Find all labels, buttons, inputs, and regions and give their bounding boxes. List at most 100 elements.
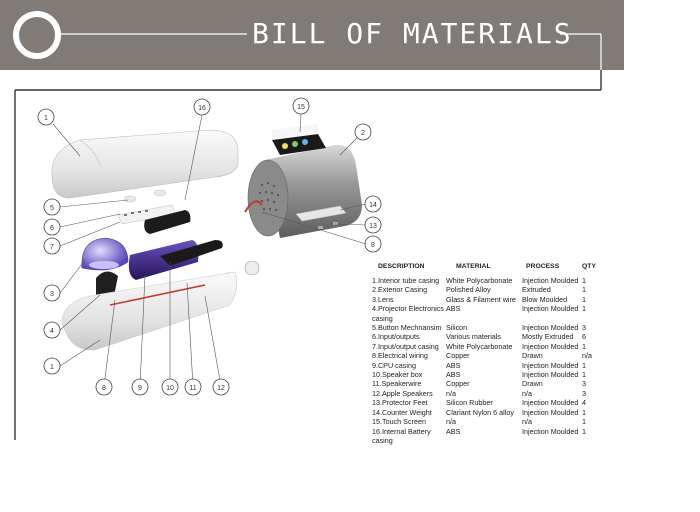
bom-process: Injection Moulded xyxy=(522,407,579,417)
callout-8-bottom: 8 xyxy=(95,378,113,396)
logo-ring xyxy=(13,11,61,59)
bom-process: Mostly Extruded xyxy=(522,332,574,342)
bom-qty: 1 xyxy=(582,304,586,314)
svg-text:10: 10 xyxy=(166,385,174,392)
leader-lines xyxy=(52,113,367,387)
bom-material: n/a xyxy=(446,417,456,427)
cpu-top-plate xyxy=(160,240,223,266)
bom-qty: 4 xyxy=(582,398,586,408)
bom-description: 16.Internal Battery casing xyxy=(372,426,431,445)
bom-material: Silicon xyxy=(446,323,468,333)
bom-qty: 1 xyxy=(582,360,586,370)
svg-text:8: 8 xyxy=(371,242,375,249)
callout-2: 2 xyxy=(354,123,372,141)
bom-header-qty: QTY xyxy=(582,263,596,270)
callout-8-right: 8 xyxy=(364,235,382,253)
bom-material: Various materials xyxy=(446,332,501,342)
bom-process: Drawn xyxy=(522,351,543,361)
callout-1-top: 1 xyxy=(37,108,55,126)
callout-7: 7 xyxy=(43,237,61,255)
bom-qty: 1 xyxy=(582,426,586,436)
header-band: BILL OF MATERIALS xyxy=(0,0,624,70)
callout-12: 12 xyxy=(212,378,230,396)
bom-description: 7.Input/output casing xyxy=(372,341,439,351)
bom-process: Injection Moulded xyxy=(522,276,579,285)
bom-material: ABS xyxy=(446,370,461,380)
bom-description: 2.Exterior Casing xyxy=(372,285,428,295)
bom-material: Clariant Nylon 6 alloy xyxy=(446,407,514,417)
table-row: 1.Interior tube casing White Polycarbonat… xyxy=(372,276,602,285)
svg-text:2: 2 xyxy=(361,130,365,137)
table-row: 14.Counter Weight Clariant Nylon 6 alloy I… xyxy=(372,408,602,417)
battery-casing xyxy=(144,210,191,234)
bom-description: 13.Protector Feet xyxy=(372,398,428,408)
bom-material: White Polycarbonate xyxy=(446,276,513,285)
bom-qty: 3 xyxy=(582,388,586,398)
bom-process: Injection Moulded xyxy=(522,341,579,351)
bom-material: Silicon Rubber xyxy=(446,398,493,408)
svg-text:12: 12 xyxy=(217,385,225,392)
bom-description: 8.Electrical wiring xyxy=(372,351,428,361)
counter-weight xyxy=(295,205,347,222)
bom-description: 6.Input/outputs xyxy=(372,332,420,342)
bom-qty: 1 xyxy=(582,370,586,380)
bom-qty: 6 xyxy=(582,332,586,342)
bom-process: n/a xyxy=(522,417,532,427)
svg-text:8: 8 xyxy=(102,385,106,392)
bom-process: Injection Moulded xyxy=(522,323,579,333)
svg-text:1: 1 xyxy=(50,364,54,371)
bom-description: 15.Touch Screen xyxy=(372,417,426,427)
button-mechanism xyxy=(123,189,167,203)
bom-process: Injection Moulded xyxy=(522,304,579,314)
svg-text:4: 4 xyxy=(50,328,54,335)
callout-11: 11 xyxy=(184,378,202,396)
svg-text:14: 14 xyxy=(369,202,377,209)
touch-screen xyxy=(272,124,326,155)
bom-process: Blow Moulded xyxy=(522,294,568,304)
bom-qty: 3 xyxy=(582,379,586,389)
bom-description: 12.Apple Speakers xyxy=(372,388,433,398)
bom-qty: 1 xyxy=(582,407,586,417)
bom-material: Glass & Filament wire xyxy=(446,294,516,304)
bom-description: 14.Counter Weight xyxy=(372,407,432,417)
svg-text:1: 1 xyxy=(44,115,48,122)
svg-text:6: 6 xyxy=(50,225,54,232)
bom-process: Extruded xyxy=(522,285,551,295)
bom-process: Injection Moulded xyxy=(522,370,579,380)
bom-header-process: PROCESS xyxy=(526,263,560,270)
svg-text:9: 9 xyxy=(138,385,142,392)
callout-6: 6 xyxy=(43,218,61,236)
svg-text:5: 5 xyxy=(50,205,54,212)
callout-14: 14 xyxy=(364,195,382,213)
svg-text:13: 13 xyxy=(369,223,377,230)
bom-qty: n/a xyxy=(582,351,592,361)
bom-process: Drawn xyxy=(522,379,543,389)
table-row: 8.Electrical wiring Copper Drawn n/a xyxy=(372,351,602,360)
interior-tube-bottom xyxy=(61,271,237,351)
svg-text:11: 11 xyxy=(189,385,196,392)
interior-tube-top xyxy=(51,129,239,199)
bom-table: DESCRIPTION MATERIAL PROCESS QTY 1.Inter… xyxy=(372,262,602,445)
bom-description: 11.Speakerwire xyxy=(372,379,422,389)
bom-process: Injection Moulded xyxy=(522,360,579,370)
callout-3: 3 xyxy=(43,284,61,302)
bom-description: 1.Interior tube casing xyxy=(372,276,440,285)
svg-text:16: 16 xyxy=(198,105,206,112)
bom-material: Copper xyxy=(446,351,470,361)
callout-5: 5 xyxy=(43,198,61,216)
bom-process: Injection Moulded xyxy=(522,398,579,408)
bom-qty: 1 xyxy=(582,285,586,295)
bom-description: 5.Button Mechnansim xyxy=(372,323,442,333)
table-row: 6.Input/outputs Various materials Mostly E… xyxy=(372,332,602,341)
svg-text:15: 15 xyxy=(297,104,305,111)
page-title: BILL OF MATERIALS xyxy=(252,17,573,50)
bom-process: n/a xyxy=(522,388,532,398)
bom-material: ABS xyxy=(446,426,461,436)
table-row: 5.Button Mechnansim Silicon Injection Moul… xyxy=(372,323,602,332)
bom-material: ABS xyxy=(446,304,461,314)
